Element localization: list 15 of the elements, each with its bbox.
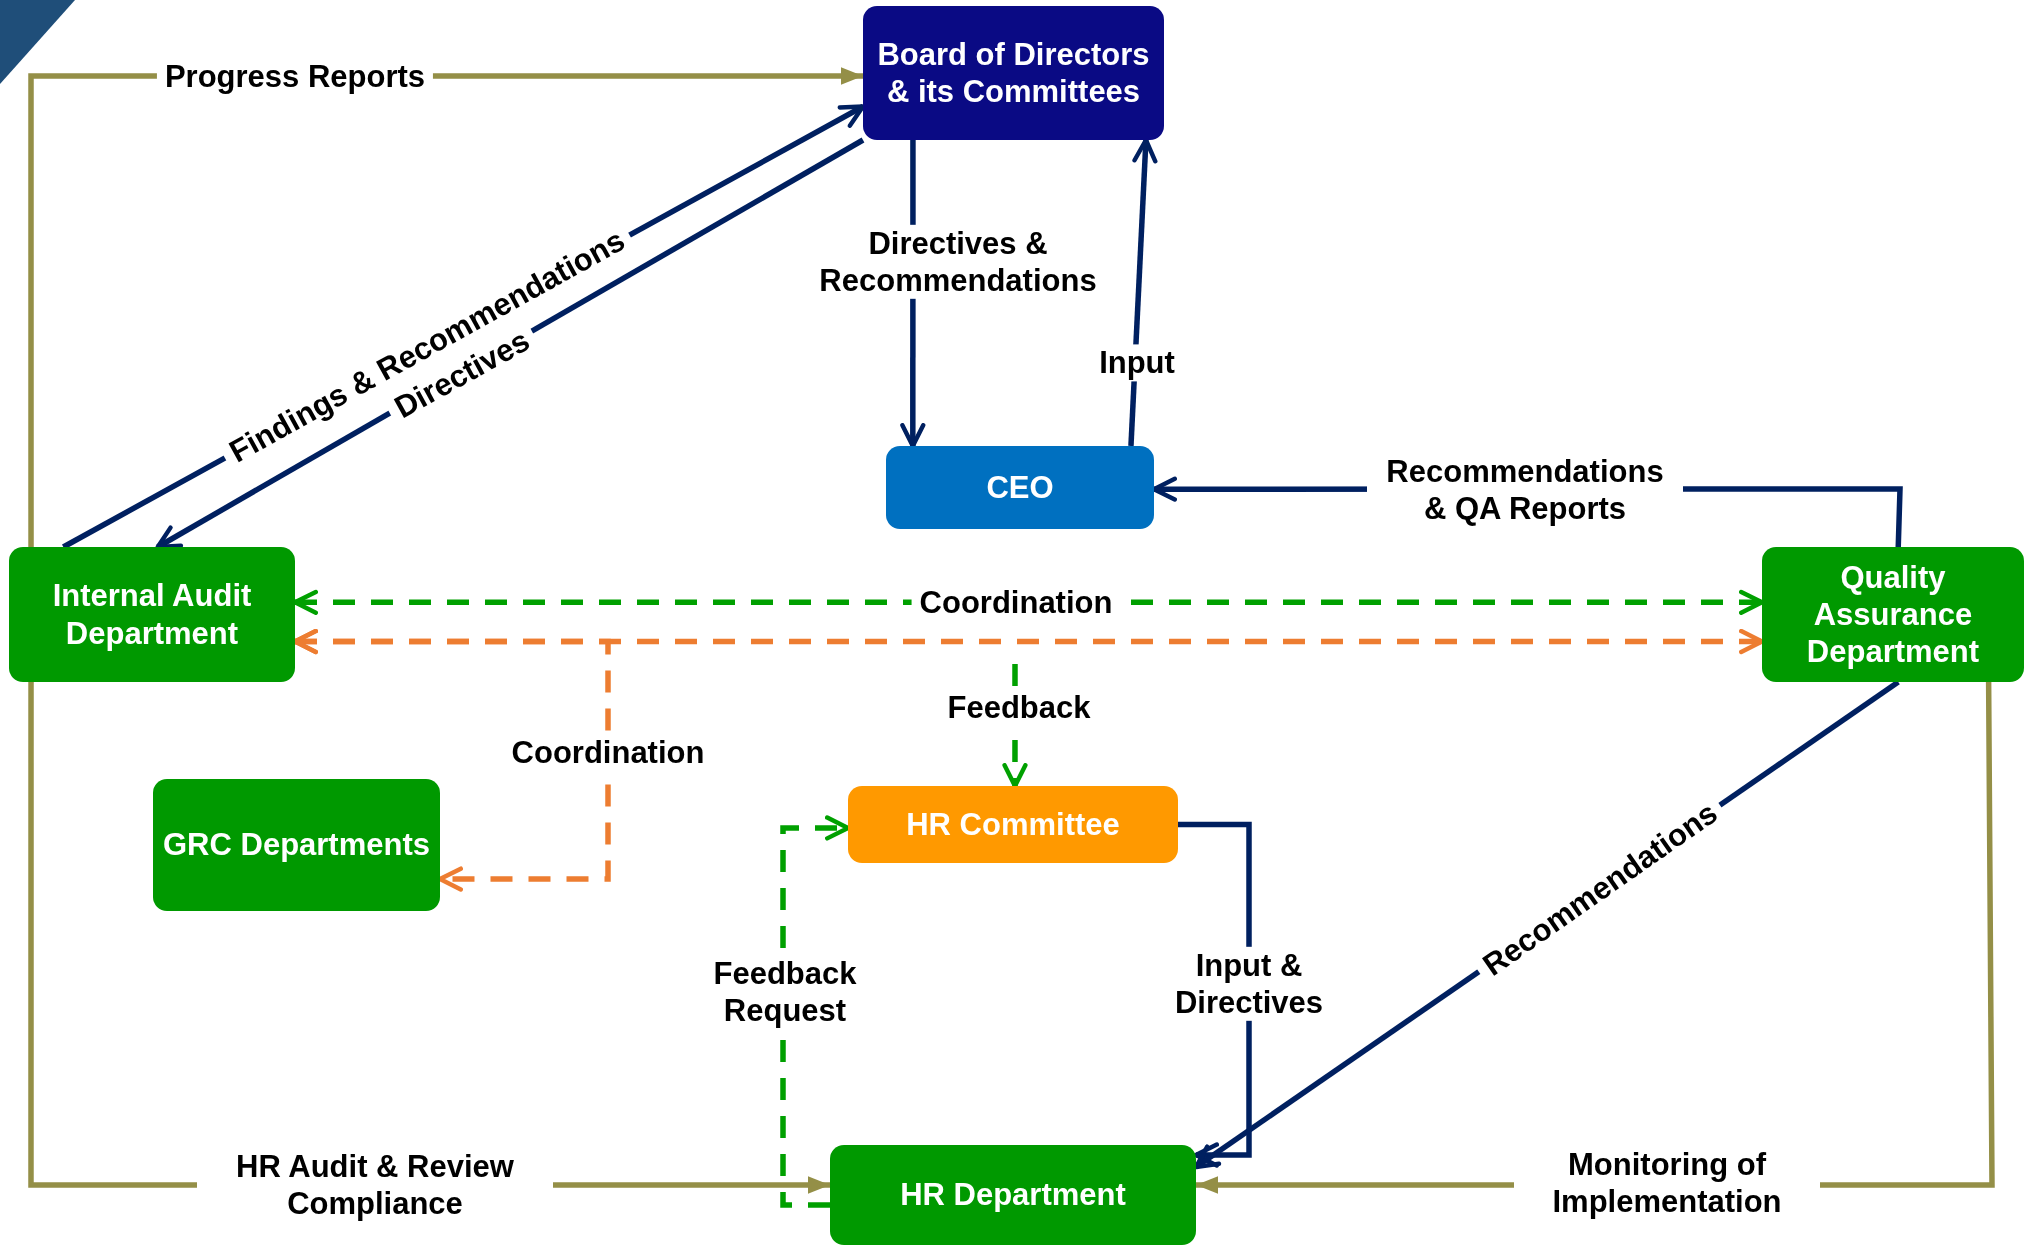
process-box [863, 6, 1164, 140]
process-box [848, 786, 1178, 863]
node-label: HR Committee [906, 805, 1120, 844]
arrow [1128, 137, 1158, 447]
process-box [830, 1145, 1196, 1245]
process-box [886, 446, 1154, 529]
process-box [1762, 547, 2024, 682]
node-label: Board of Directors & its Committees [876, 35, 1151, 111]
node-label: CEO [986, 468, 1054, 507]
node-label: GRC Departments [163, 826, 430, 864]
process-box [153, 779, 440, 911]
node-label: Internal Audit Department [51, 577, 253, 652]
node-label: HR Department [900, 1176, 1126, 1214]
process-box [9, 547, 295, 682]
node-label: Quality Assurance Department [1805, 558, 1981, 671]
